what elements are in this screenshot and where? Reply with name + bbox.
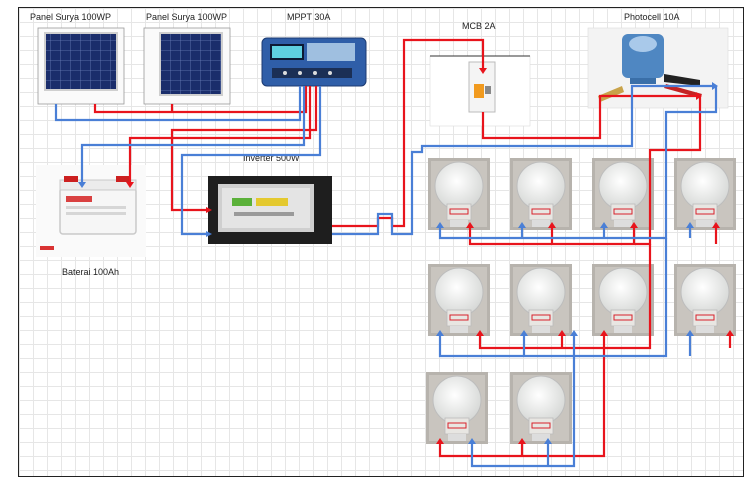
mppt-controller-icon [261, 37, 367, 87]
solar-panel-icon [44, 32, 118, 91]
photocell-sensor-icon [598, 34, 702, 102]
lamp-bulb-icon [673, 157, 737, 231]
photocell-sensor [587, 27, 729, 109]
inverter [208, 176, 332, 244]
label-mppt: MPPT 30A [287, 12, 331, 22]
battery [36, 165, 146, 257]
mcb-breaker-icon [468, 61, 496, 113]
arrowheads [78, 68, 734, 444]
solar-panel-2 [143, 27, 231, 105]
lamp-bulb-icon [509, 157, 573, 231]
lamp-bulb-icon [427, 263, 491, 337]
lamp-bulb-icon [509, 263, 573, 337]
label-battery: Baterai 100Ah [62, 267, 120, 277]
battery-icon [40, 176, 137, 250]
lamp-bulb-icon [425, 371, 489, 445]
label-panel-2: Panel Surya 100WP [146, 12, 228, 22]
lamp-bulb-icon [427, 157, 491, 231]
lamp-bulb-icon [591, 263, 655, 337]
mppt-controller [261, 37, 367, 87]
label-photocell: Photocell 10A [624, 12, 680, 22]
solar-panel-icon [159, 32, 223, 96]
lamp-bulb-icon [509, 371, 573, 445]
mcb-breaker [429, 55, 531, 127]
label-panel-1: Panel Surya 100WP [30, 12, 112, 22]
lamp-bulb-icon [591, 157, 655, 231]
inverter-icon [208, 176, 332, 244]
label-inverter: Inverter 500W [243, 153, 300, 163]
solar-panel-1 [37, 27, 125, 105]
lamp-bulb-icon [673, 263, 737, 337]
label-mcb: MCB 2A [462, 21, 496, 31]
